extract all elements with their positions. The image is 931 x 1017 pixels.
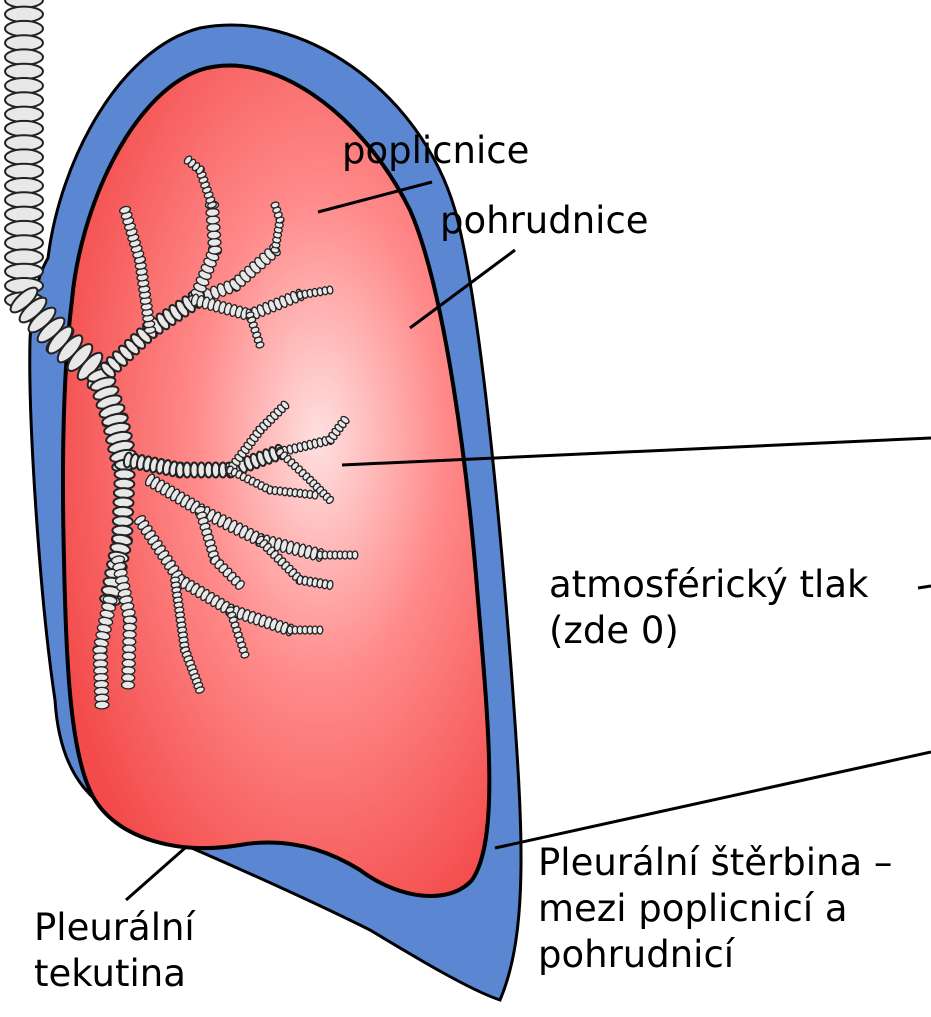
pointer-line-atmospheric-pressure-edge xyxy=(918,586,931,588)
label-pleural-fluid-line2: tekutina xyxy=(34,951,195,997)
label-visceral-pleura: poplicnice xyxy=(342,128,529,174)
label-atmospheric-pressure-line2: (zde 0) xyxy=(549,608,868,654)
pointer-line-pleural-fluid xyxy=(126,848,185,900)
label-pleural-fluid: Pleurální tekutina xyxy=(34,905,195,997)
label-atmospheric-pressure-line1: atmosférický tlak xyxy=(549,562,868,608)
label-pleural-cavity-line1: Pleurální štěrbina – xyxy=(538,840,892,886)
label-parietal-pleura: pohrudnice xyxy=(440,198,649,244)
label-pleural-cavity-line2: mezi poplicnicí a xyxy=(538,886,892,932)
label-pleural-fluid-line1: Pleurální xyxy=(34,905,195,951)
label-atmospheric-pressure: atmosférický tlak (zde 0) xyxy=(549,562,868,654)
pointer-line-pleural-cavity xyxy=(495,752,931,848)
label-pleural-cavity-line3: pohrudnicí xyxy=(538,932,892,978)
label-pleural-cavity: Pleurální štěrbina – mezi poplicnicí a p… xyxy=(538,840,892,978)
